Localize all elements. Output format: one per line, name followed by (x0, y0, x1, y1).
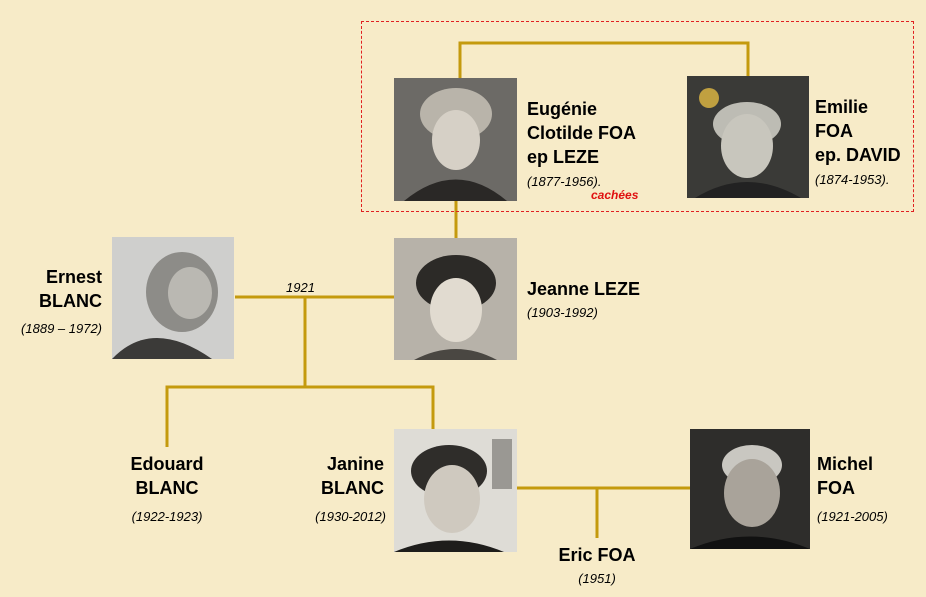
emilie-photo (687, 76, 809, 198)
children-bar-line (165, 385, 435, 447)
eugenie-photo (394, 78, 517, 201)
edouard-name: Edouard BLANC (130, 454, 204, 498)
janine-name: Janine BLANC (321, 454, 384, 498)
hidden-persons-box (361, 21, 914, 212)
janine-photo (394, 429, 517, 552)
jeanne-photo (394, 238, 517, 360)
michel-dates: (1921-2005) (817, 509, 888, 524)
emilie-name: Emilie FOA ep. DAVID (815, 97, 901, 165)
marriage-year: 1921 (286, 280, 315, 295)
edouard-dates: (1922-1923) (131, 509, 203, 524)
eugenie-name: Eugénie Clotilde FOA ep LEZE (527, 99, 636, 167)
ernest-name: Ernest BLANC (39, 267, 102, 311)
hidden-label: cachées (591, 188, 639, 202)
eric-dates: (1951) (578, 571, 616, 586)
emilie-dates: (1874-1953). (815, 172, 890, 187)
ernest-dates: (1889 – 1972) (21, 321, 102, 336)
janine-dates: (1930-2012) (315, 509, 386, 524)
michel-name: Michel FOA (817, 454, 874, 498)
eric-name: Eric FOA (558, 545, 636, 565)
ernest-photo (112, 237, 234, 359)
jeanne-dates: (1903-1992) (527, 305, 598, 320)
eugenie-dates: (1877-1956). (527, 174, 602, 189)
jeanne-name: Jeanne LEZE (527, 279, 641, 299)
sisters-link-line (458, 41, 750, 78)
michel-photo (690, 429, 810, 549)
